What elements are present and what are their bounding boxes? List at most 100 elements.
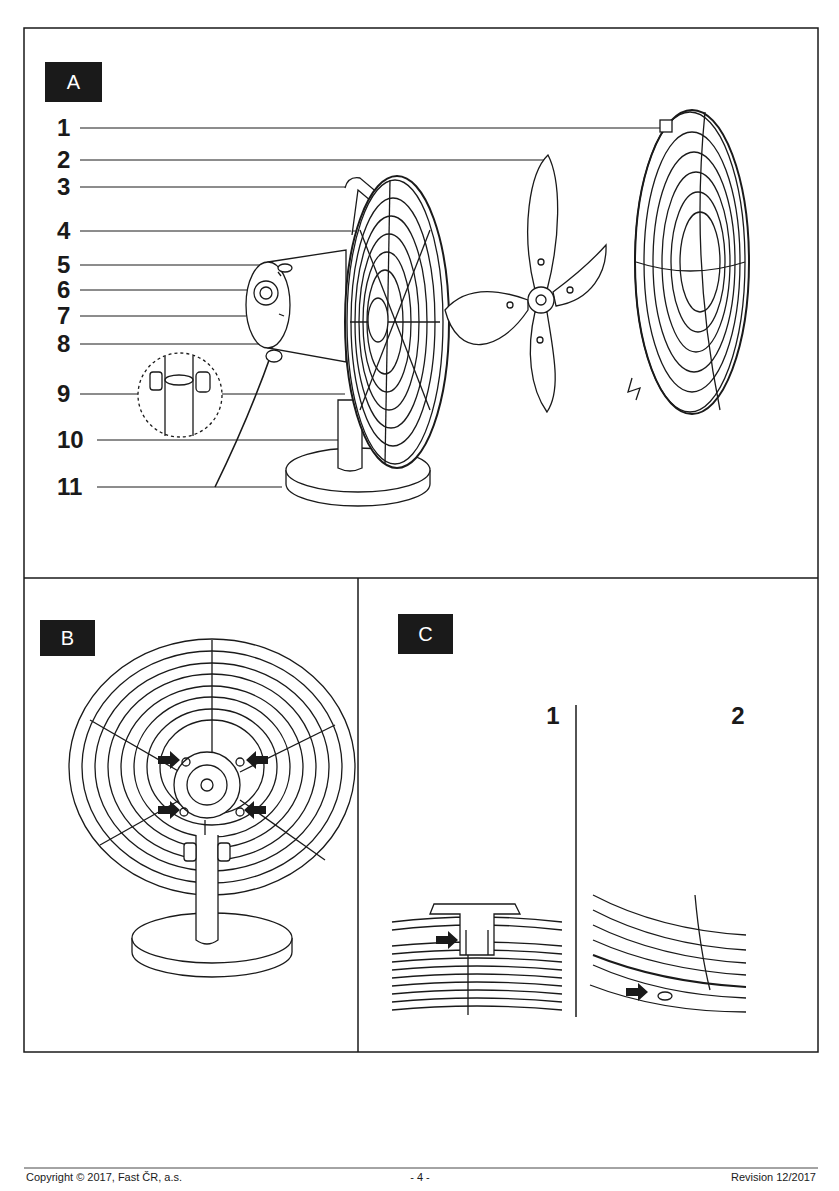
grille-edge-detail xyxy=(593,925,746,963)
fan-front-view xyxy=(201,779,213,791)
panel-letter: A xyxy=(61,71,86,94)
panel-frame xyxy=(24,1168,818,1169)
assembled-fan xyxy=(215,176,449,506)
panel-label-box: B xyxy=(40,620,95,656)
grille-clip-detail xyxy=(392,982,562,986)
fan-blade xyxy=(537,337,543,343)
grille-edge-detail xyxy=(590,895,746,1012)
fan-front-view xyxy=(196,835,218,944)
assembled-fan xyxy=(254,281,278,305)
fan-front-view xyxy=(236,808,244,816)
fan-front-view xyxy=(180,808,188,816)
assembled-fan xyxy=(260,287,272,299)
grille-clip-detail xyxy=(430,904,520,955)
arrow-symbol xyxy=(158,751,648,1001)
footer-text: Revision 12/2017 xyxy=(731,1172,816,1183)
arrow-symbol xyxy=(436,931,458,949)
assembled-fan xyxy=(368,298,388,342)
footer-text: Copyright © 2017, Fast ČR, a.s. xyxy=(26,1172,182,1183)
assembled-fan xyxy=(278,272,281,276)
detail-view xyxy=(165,356,193,436)
callout-number: 2 xyxy=(57,148,70,172)
front-grille xyxy=(636,262,745,271)
callout-number: 5 xyxy=(57,253,70,277)
panel-frame xyxy=(24,28,818,1052)
leader-line xyxy=(80,187,345,188)
detail-view xyxy=(138,353,222,437)
callout-number: 9 xyxy=(57,382,70,406)
fan-blade xyxy=(445,292,528,345)
fan-front-view xyxy=(240,800,325,860)
detail-view xyxy=(138,353,222,437)
fan-blade xyxy=(445,155,606,412)
assembled-fan xyxy=(360,230,430,410)
grille-edge-detail xyxy=(590,985,746,1012)
grille-edge-detail xyxy=(593,955,746,987)
leader-line xyxy=(80,290,252,291)
assembled-fan xyxy=(266,350,282,362)
leader-line xyxy=(80,160,545,161)
fan-blade xyxy=(528,287,554,313)
panel-letter: B xyxy=(55,627,80,650)
leader-line xyxy=(80,394,138,395)
fan-blade xyxy=(538,259,544,265)
leader-line xyxy=(97,440,338,441)
fan-front-view xyxy=(236,758,244,766)
assembled-fan xyxy=(345,176,449,468)
grille-edge-detail xyxy=(658,992,672,1000)
grille-edge-detail xyxy=(593,910,746,950)
detail-view xyxy=(150,372,162,390)
fan-front-view xyxy=(240,725,335,772)
front-grille xyxy=(628,110,749,414)
grille-edge-detail xyxy=(593,895,746,935)
assembled-fan xyxy=(279,314,284,316)
fan-blade xyxy=(536,295,546,305)
panel-frame xyxy=(24,577,818,579)
fan-front-view xyxy=(90,720,180,772)
leader-line xyxy=(97,487,282,488)
front-grille xyxy=(644,132,740,392)
front-grille xyxy=(671,192,725,332)
front-grille xyxy=(635,110,749,414)
fan-front-view xyxy=(211,640,212,752)
fan-blade xyxy=(553,245,606,306)
callout-number: 4 xyxy=(57,219,70,243)
fan-front-view xyxy=(174,752,240,818)
arrow-symbol xyxy=(246,751,268,769)
fan-front-view xyxy=(184,843,196,861)
leader-line xyxy=(80,265,278,266)
fan-blade xyxy=(528,155,558,290)
grille-clip-detail xyxy=(392,974,562,978)
callout-number: 10 xyxy=(57,428,84,452)
grille-clip-detail xyxy=(467,955,468,1015)
panel-frame xyxy=(575,705,577,1017)
fan-blade xyxy=(567,287,573,293)
grille-clip-detail xyxy=(392,958,562,962)
fan-blade xyxy=(507,302,513,308)
arrow-symbol xyxy=(158,751,180,769)
step-number: 1 xyxy=(546,704,559,728)
assembled-fan xyxy=(278,264,292,272)
panel-frame xyxy=(357,578,359,1052)
callout-number: 1 xyxy=(57,116,70,140)
grille-edge-detail xyxy=(695,895,710,990)
panel-letter: C xyxy=(412,623,438,646)
leader-line xyxy=(80,316,246,317)
front-grille xyxy=(662,172,730,352)
callout-number: 3 xyxy=(57,175,70,199)
fan-front-view xyxy=(218,843,230,861)
leader-line xyxy=(222,394,345,395)
arrow-symbol xyxy=(244,801,266,819)
callout-number: 8 xyxy=(57,332,70,356)
grille-clip-detail xyxy=(392,966,562,970)
callout-number: 6 xyxy=(57,278,70,302)
leader-line xyxy=(80,128,665,487)
fan-front-view xyxy=(182,758,190,766)
assembled-fan xyxy=(246,262,290,348)
front-grille xyxy=(700,112,720,410)
front-grille xyxy=(653,152,735,372)
grille-clip-detail xyxy=(392,1006,562,1010)
front-grille xyxy=(628,378,640,400)
assembled-fan xyxy=(347,180,443,464)
